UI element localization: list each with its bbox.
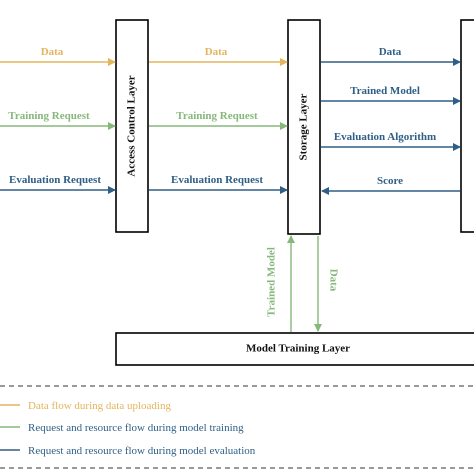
- right-trained-model-label: Trained Model: [350, 85, 420, 97]
- legend-data-flow-label: Data flow during data uploading: [28, 400, 171, 412]
- left-training-request-label: Training Request: [8, 110, 90, 122]
- external-layer-box-partial: [460, 19, 474, 233]
- middle-data-label: Data: [205, 46, 228, 58]
- left-evaluation-request-label: Evaluation Request: [9, 174, 101, 186]
- storage-layer-box: [287, 19, 321, 235]
- vertical-data-label: Data: [327, 269, 339, 292]
- right-data-label: Data: [379, 46, 402, 58]
- middle-training-request-label: Training Request: [176, 110, 258, 122]
- storage-layer-label: Storage Layer: [298, 93, 310, 160]
- left-data-label: Data: [41, 46, 64, 58]
- right-score-label: Score: [377, 175, 403, 187]
- model-training-layer-box: [115, 332, 474, 366]
- vertical-trained-model-label: Trained Model: [266, 247, 278, 317]
- legend-training-flow-label: Request and resource flow during model t…: [28, 422, 244, 434]
- middle-evaluation-request-label: Evaluation Request: [171, 174, 263, 186]
- access-control-layer-box: [115, 19, 149, 233]
- right-evaluation-algorithm-label: Evaluation Algorithm: [334, 131, 436, 143]
- access-control-layer-label: Access Control Layer: [126, 75, 138, 176]
- model-training-layer-label: Model Training Layer: [246, 343, 350, 355]
- legend-evaluation-flow-label: Request and resource flow during model e…: [28, 445, 256, 457]
